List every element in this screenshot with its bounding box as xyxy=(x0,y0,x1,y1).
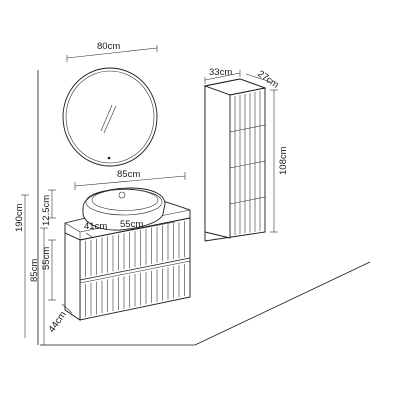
basin-height-label: 12.5cm xyxy=(41,195,52,226)
tall-unit-width-label: 33cm xyxy=(209,67,232,78)
cabinet-side xyxy=(64,232,81,321)
left-dimensions: 190cm 12.5cm 55cm 85cm 44cm xyxy=(14,189,73,345)
basin xyxy=(82,187,166,231)
mirror-light-icon xyxy=(107,156,111,160)
tall-unit xyxy=(203,78,267,242)
basin-width-label: 55cm xyxy=(120,219,143,230)
cabinet-width-dimension: 85cm xyxy=(74,169,186,190)
cabinet-width-label: 85cm xyxy=(117,169,140,180)
cabinet-height-label: 55cm xyxy=(41,247,52,270)
tall-unit-grooves xyxy=(234,91,261,236)
round-mirror xyxy=(62,67,158,167)
cabinet-depth-label: 44cm xyxy=(46,309,68,334)
mount-height-label: 85cm xyxy=(29,259,40,282)
total-height-label: 190cm xyxy=(14,203,25,232)
mirror-width-label: 80cm xyxy=(97,41,120,52)
basin-depth-label: 41cm xyxy=(84,221,107,232)
tall-unit-side xyxy=(204,85,231,239)
mirror-width-dimension: 80cm xyxy=(66,41,158,62)
wall-lines xyxy=(37,70,371,346)
tall-unit-height-label: 108cm xyxy=(278,146,289,175)
cabinet-grooves xyxy=(85,221,185,317)
